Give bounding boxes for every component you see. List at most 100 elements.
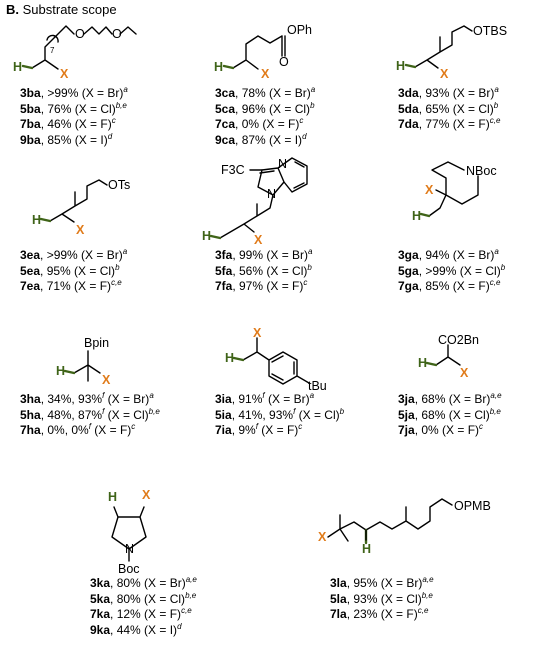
structure-ka: H X N Boc — [108, 488, 151, 576]
result-row: 3ja, 68% (X = Br)a,e — [398, 391, 502, 407]
results-ha: 3ha, 34%, 93%f (X = Br)a 5ha, 48%, 87%f … — [20, 392, 160, 439]
atom-h: H — [32, 213, 41, 227]
section-text: Substrate scope — [22, 2, 117, 17]
section-title: B. Substrate scope — [6, 2, 117, 17]
result-row: 7ea, 71% (X = F)c,e — [20, 278, 122, 294]
result-row: 7ka, 12% (X = F)c,e — [90, 606, 192, 622]
chain-repeat-label: 7 — [50, 46, 55, 55]
results-ea: 3ea, >99% (X = Br)a 5ea, 95% (X = Cl)b 7… — [20, 248, 127, 295]
results-ga: 3ga, 94% (X = Br)a 5ga, >99% (X = Cl)b 7… — [398, 248, 505, 295]
result-row: 5fa, 56% (X = Cl)b — [215, 262, 312, 278]
atom-boc: Boc — [118, 562, 140, 576]
result-row: 9ba, 85% (X = I)d — [20, 131, 113, 147]
atom-x: X — [253, 326, 262, 340]
atom-n: N — [267, 187, 276, 201]
structure-ha: Bpin H X — [56, 336, 111, 387]
result-row: 7fa, 97% (X = F)c — [215, 278, 308, 294]
atom-h: H — [396, 59, 405, 73]
atom-h: H — [56, 364, 65, 378]
results-ca: 3ca, 78% (X = Br)a 5ca, 96% (X = Cl)b 7c… — [215, 86, 315, 148]
result-row: 7ja, 0% (X = F)c — [398, 422, 484, 438]
result-row: 3ca, 78% (X = Br)a — [215, 85, 316, 101]
result-row: 5la, 93% (X = Cl)b,e — [330, 590, 433, 606]
result-row: 7ga, 85% (X = F)c,e — [398, 278, 501, 294]
atom-tbu: tBu — [308, 379, 327, 393]
atom-otbs: OTBS — [473, 24, 507, 38]
atom-h: H — [412, 209, 421, 223]
result-row: 3ga, 94% (X = Br)a — [398, 247, 499, 263]
atom-h: H — [214, 60, 223, 74]
result-row: 5da, 65% (X = Cl)b — [398, 100, 499, 116]
atom-opmb: OPMB — [454, 499, 491, 513]
results-la: 3la, 95% (X = Br)a,e 5la, 93% (X = Cl)b,… — [330, 576, 434, 623]
results-ia: 3ia, 91%f (X = Br)a 5ia, 41%, 93%f (X = … — [215, 392, 344, 439]
atom-x: X — [102, 373, 111, 387]
atom-n: N — [278, 157, 287, 171]
atom-f3c: F3C — [221, 163, 245, 177]
atom-nboc: NBoc — [466, 164, 497, 178]
result-row: 3ha, 34%, 93%f (X = Br)a — [20, 391, 154, 407]
result-row: 5ea, 95% (X = Cl)b — [20, 262, 120, 278]
atom-n: N — [125, 542, 134, 556]
result-row: 5ba, 76% (X = Cl)b,e — [20, 100, 127, 116]
atom-h: H — [202, 229, 211, 243]
atom-x: X — [76, 223, 85, 237]
result-row: 3da, 93% (X = Br)a — [398, 85, 499, 101]
result-row: 5ha, 48%, 87%f (X = Cl)b,e — [20, 406, 160, 422]
atom-ots: OTs — [108, 178, 130, 192]
atom-x: X — [425, 183, 434, 197]
results-fa: 3fa, 99% (X = Br)a 5fa, 56% (X = Cl)b 7f… — [215, 248, 313, 295]
structure-ca: OPh O H X — [214, 23, 312, 81]
result-row: 5ca, 96% (X = Cl)b — [215, 100, 315, 116]
result-row: 5ga, >99% (X = Cl)b — [398, 262, 506, 278]
structure-ba: 7 O O H X — [13, 25, 137, 81]
atom-x: X — [142, 488, 151, 502]
result-row: 7ba, 46% (X = F)c — [20, 116, 116, 132]
atom-h: H — [418, 356, 427, 370]
structure-ga: NBoc X H — [412, 161, 497, 223]
atom-co2bn: CO2Bn — [438, 333, 479, 347]
atom-x: X — [60, 67, 69, 81]
structure-ja: CO2Bn H X — [418, 333, 479, 380]
results-da: 3da, 93% (X = Br)a 5da, 65% (X = Cl)b 7d… — [398, 86, 500, 133]
results-ja: 3ja, 68% (X = Br)a,e 5ja, 68% (X = Cl)b,… — [398, 392, 502, 439]
atom-bpin: Bpin — [84, 336, 109, 350]
result-row: 3ea, >99% (X = Br)a — [20, 247, 128, 263]
atom-x: X — [318, 530, 327, 544]
atom-oph: OPh — [287, 23, 312, 37]
result-row: 7ha, 0%, 0%f (X = F)c — [20, 422, 136, 438]
result-row: 7da, 77% (X = F)c,e — [398, 116, 501, 132]
result-row: 3la, 95% (X = Br)a,e — [330, 575, 434, 591]
result-row: 5ia, 41%, 93%f (X = Cl)b — [215, 406, 345, 422]
atom-x: X — [254, 233, 263, 247]
atom-o: O — [279, 55, 289, 69]
structure-da: OTBS H X — [396, 24, 507, 81]
structure-la: X H OPMB — [318, 498, 491, 556]
atom-h: H — [108, 490, 117, 504]
result-row: 9ka, 44% (X = I)d — [90, 621, 182, 637]
structure-fa: F3C N N H X — [202, 157, 308, 247]
result-row: 3fa, 99% (X = Br)a — [215, 247, 313, 263]
structure-ea: OTs H X — [32, 178, 130, 237]
atom-o: O — [112, 27, 122, 41]
results-ka: 3ka, 80% (X = Br)a,e 5ka, 80% (X = Cl)b,… — [90, 576, 197, 638]
result-row: 3ka, 80% (X = Br)a,e — [90, 575, 197, 591]
result-row: 9ca, 87% (X = I)d — [215, 131, 307, 147]
result-row: 5ka, 80% (X = Cl)b,e — [90, 590, 197, 606]
atom-x: X — [440, 67, 449, 81]
result-row: 7la, 23% (X = F)c,e — [330, 606, 429, 622]
results-ba: 3ba, >99% (X = Br)a 5ba, 76% (X = Cl)b,e… — [20, 86, 128, 148]
atom-h: H — [225, 351, 234, 365]
atom-x: X — [460, 366, 469, 380]
result-row: 5ja, 68% (X = Cl)b,e — [398, 406, 501, 422]
atom-o: O — [75, 27, 85, 41]
result-row: 3ia, 91%f (X = Br)a — [215, 391, 315, 407]
atom-x: X — [261, 67, 270, 81]
section-label: B. — [6, 2, 19, 17]
atom-h: H — [13, 60, 22, 74]
structure-ia: X H tBu — [225, 326, 327, 393]
result-row: 3ba, >99% (X = Br)a — [20, 85, 128, 101]
atom-h: H — [362, 542, 371, 556]
result-row: 7ca, 0% (X = F)c — [215, 116, 304, 132]
result-row: 7ia, 9%f (X = F)c — [215, 422, 303, 438]
